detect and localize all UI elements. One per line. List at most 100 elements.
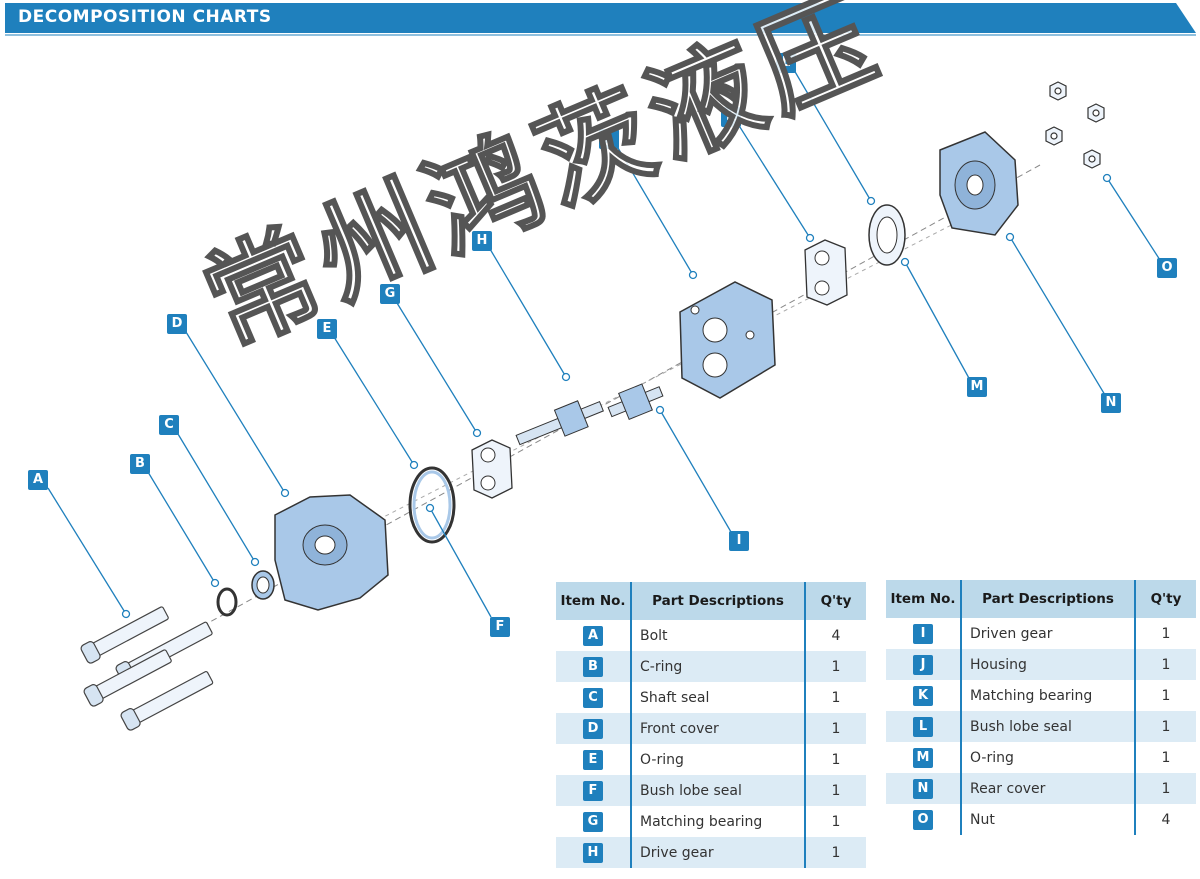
table-row: B C-ring 1	[556, 651, 866, 682]
item-badge: O	[913, 809, 933, 830]
part-c-ring	[216, 587, 238, 617]
item-badge: E	[583, 749, 603, 770]
part-description: Front cover	[631, 713, 806, 744]
part-description: O-ring	[961, 742, 1136, 773]
part-driven-gear	[607, 383, 664, 421]
table-row: F Bush lobe seal 1	[556, 775, 866, 806]
table-row: O Nut 4	[886, 804, 1196, 835]
callout-a: A	[28, 470, 48, 490]
exploded-view-diagram	[47, 69, 1161, 731]
table-row: G Matching bearing 1	[556, 806, 866, 837]
part-description: Matching bearing	[961, 680, 1136, 711]
callout-n: N	[1101, 393, 1121, 413]
callout-h: H	[472, 231, 492, 251]
part-front-cover	[274, 494, 389, 611]
table-row: J Housing 1	[886, 649, 1196, 680]
part-qty: 4	[1161, 811, 1171, 828]
part-qty: 1	[831, 813, 841, 830]
part-rear-cover	[939, 131, 1019, 236]
item-badge: A	[583, 625, 603, 646]
part-qty: 1	[1161, 625, 1171, 642]
item-badge: C	[583, 687, 603, 708]
part-matching-bearing-rear	[804, 239, 848, 306]
part-description: Bush lobe seal	[631, 775, 806, 806]
item-badge: F	[583, 780, 603, 801]
table-row: N Rear cover 1	[886, 773, 1196, 804]
page-title: DECOMPOSITION CHARTS	[18, 7, 272, 27]
part-qty: 1	[831, 689, 841, 706]
part-description: Bush lobe seal	[961, 711, 1136, 742]
table-row: C Shaft seal 1	[556, 682, 866, 713]
col-item-no: Item No.	[886, 580, 962, 618]
part-description: Housing	[961, 649, 1136, 680]
header-bar: DECOMPOSITION CHARTS	[0, 0, 1200, 36]
col-qty: Q'ty	[1135, 580, 1196, 618]
col-part-descriptions: Part Descriptions	[961, 580, 1136, 618]
part-description: Rear cover	[961, 773, 1136, 804]
part-description: Driven gear	[961, 618, 1136, 649]
assembly-axis-secondary	[299, 199, 1001, 561]
col-part-descriptions: Part Descriptions	[631, 582, 806, 620]
table-row: E O-ring 1	[556, 744, 866, 775]
item-badge: M	[913, 747, 933, 768]
part-bush-lobe-seal-rear	[868, 204, 906, 266]
callout-k: K	[721, 107, 741, 127]
item-badge: L	[913, 716, 933, 737]
table-row: A Bolt 4	[556, 620, 866, 651]
table-row: D Front cover 1	[556, 713, 866, 744]
callout-i: I	[729, 531, 749, 551]
part-qty: 4	[831, 627, 841, 644]
callout-m: M	[967, 377, 987, 397]
callout-f: F	[490, 617, 510, 637]
item-badge: B	[583, 656, 603, 677]
item-badge: N	[913, 778, 933, 799]
part-description: Matching bearing	[631, 806, 806, 837]
callout-c: C	[159, 415, 179, 435]
part-qty: 1	[805, 651, 866, 682]
part-description: Shaft seal	[631, 682, 806, 713]
part-housing	[679, 281, 776, 399]
callout-d: D	[167, 314, 187, 334]
part-nuts	[1045, 81, 1105, 169]
table-row: M O-ring 1	[886, 742, 1196, 773]
table-row: K Matching bearing 1	[886, 680, 1196, 711]
item-badge: D	[583, 718, 603, 739]
parts-table-left: Item No. Part Descriptions Q'ty A Bolt 4…	[556, 582, 866, 868]
header-background	[5, 3, 1196, 36]
part-qty: 1	[805, 775, 866, 806]
part-shaft-seal	[251, 570, 275, 600]
part-qty: 1	[1135, 773, 1196, 804]
item-badge: H	[583, 842, 603, 863]
table-row: H Drive gear 1	[556, 837, 866, 868]
part-description: Nut	[961, 804, 1136, 835]
item-badge: K	[913, 685, 933, 706]
table-row: L Bush lobe seal 1	[886, 711, 1196, 742]
part-qty: 1	[1161, 749, 1171, 766]
callout-j: J	[599, 129, 619, 149]
callout-o: O	[1157, 258, 1177, 278]
callout-g: G	[380, 284, 400, 304]
part-o-ring-front	[408, 466, 456, 544]
part-drive-gear	[515, 400, 604, 446]
part-qty: 1	[831, 751, 841, 768]
part-qty: 1	[805, 713, 866, 744]
item-badge: I	[913, 623, 933, 644]
part-qty: 1	[1135, 711, 1196, 742]
callout-b: B	[130, 454, 150, 474]
part-bolts	[80, 606, 214, 731]
callout-e: E	[317, 319, 337, 339]
leader-lines	[47, 69, 1161, 619]
item-badge: J	[913, 654, 933, 675]
table-row: I Driven gear 1	[886, 618, 1196, 649]
part-description: C-ring	[631, 651, 806, 682]
col-qty: Q'ty	[805, 582, 866, 620]
callout-l: L	[776, 53, 796, 73]
part-qty: 1	[1135, 649, 1196, 680]
part-description: Drive gear	[631, 837, 806, 868]
item-badge: G	[583, 811, 603, 832]
part-description: O-ring	[631, 744, 806, 775]
parts-table-right: Item No. Part Descriptions Q'ty I Driven…	[886, 580, 1196, 835]
part-matching-bearing-front	[471, 439, 513, 499]
part-description: Bolt	[631, 620, 806, 651]
col-item-no: Item No.	[556, 582, 632, 620]
